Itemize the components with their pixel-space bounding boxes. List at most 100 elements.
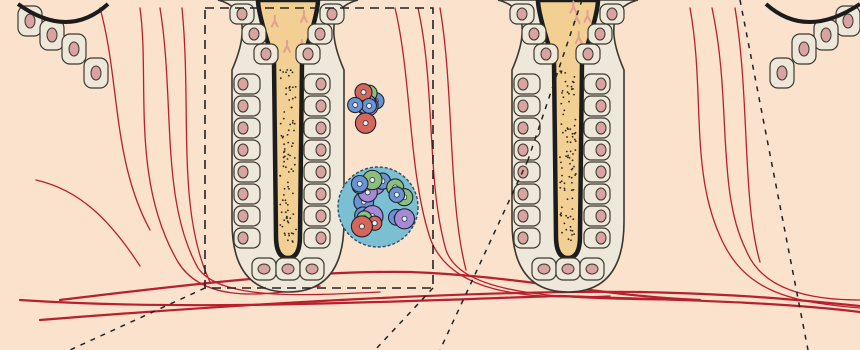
mucus-granule: [569, 128, 571, 130]
mucus-granule: [282, 199, 284, 201]
mucus-granule: [281, 135, 283, 137]
immune-cell-nucleus: [365, 190, 370, 195]
mucus-granule: [571, 189, 573, 191]
mucus-granule: [563, 110, 565, 112]
mucus-granule: [284, 148, 286, 150]
mucus-granule: [287, 239, 289, 241]
mucus-granule: [295, 97, 297, 99]
cell-nucleus: [596, 210, 606, 222]
mucus-granule: [279, 224, 281, 226]
mucus-granule: [280, 77, 282, 79]
cell-nucleus: [261, 48, 271, 60]
mucus-granule: [564, 223, 566, 225]
mucus-granule: [572, 133, 574, 135]
cell-nucleus: [518, 78, 528, 90]
mucus-granule: [561, 232, 563, 234]
mucus-granule: [292, 98, 294, 100]
mucus-granule: [292, 233, 294, 235]
mucus-granule: [572, 218, 574, 220]
mucus-granule: [567, 91, 569, 93]
immune-cell-nucleus: [402, 216, 407, 221]
mucus-granule: [568, 238, 570, 240]
mucus-granule: [565, 229, 567, 231]
mucus-granule: [574, 139, 576, 141]
mucus-granule: [564, 188, 566, 190]
cell-nucleus: [238, 78, 248, 90]
mucus-granule: [280, 123, 282, 125]
cell-nucleus: [596, 232, 606, 244]
mucus-granule: [567, 155, 569, 157]
mucus-granule: [287, 220, 289, 222]
cell-nucleus: [596, 100, 606, 112]
mucus-granule: [570, 226, 572, 228]
mucus-granule: [291, 107, 293, 109]
mucus-granule: [284, 234, 286, 236]
cell-nucleus: [69, 42, 79, 56]
mucus-granule: [567, 85, 569, 87]
mucus-granule: [285, 71, 287, 73]
cell-nucleus: [316, 166, 326, 178]
mucus-granule: [574, 76, 576, 78]
mucus-granule: [573, 189, 575, 191]
cell-nucleus: [541, 48, 551, 60]
mucus-granule: [565, 155, 567, 157]
mucus-granule: [284, 188, 286, 190]
cell-nucleus: [316, 122, 326, 134]
cell-nucleus: [518, 188, 528, 200]
cell-nucleus: [316, 210, 326, 222]
immune-cell-nucleus: [361, 90, 366, 95]
mucus-granule: [575, 149, 577, 151]
mucus-granule: [575, 140, 577, 142]
cell-nucleus: [596, 188, 606, 200]
cell-nucleus: [518, 210, 528, 222]
cell-nucleus: [596, 144, 606, 156]
cell-nucleus: [238, 122, 248, 134]
mucus-granule: [568, 176, 570, 178]
mucus-granule: [292, 86, 294, 88]
immune-cell-nucleus: [370, 178, 375, 183]
mucus-granule: [568, 101, 570, 103]
mucus-granule: [564, 72, 566, 74]
cell-nucleus: [316, 188, 326, 200]
mucus-granule: [559, 156, 561, 158]
mucus-granule: [287, 204, 289, 206]
mucus-granule: [285, 202, 287, 204]
mucus-granule: [573, 94, 575, 96]
mucus-granule: [567, 198, 569, 200]
mucus-granule: [285, 166, 287, 168]
cell-nucleus: [258, 264, 270, 274]
cell-nucleus: [821, 28, 831, 42]
mucus-granule: [291, 232, 293, 234]
mucus-granule: [563, 96, 565, 98]
mucus-granule: [572, 208, 574, 210]
mucus-granule: [295, 86, 297, 88]
cell-nucleus: [316, 232, 326, 244]
immune-cell-nucleus: [357, 181, 362, 186]
cell-nucleus: [517, 8, 527, 20]
mucus-granule: [288, 233, 290, 235]
mucus-granule: [283, 111, 285, 113]
mucus-granule: [568, 93, 570, 95]
mucus-granule: [279, 175, 281, 177]
mucus-granule: [288, 87, 290, 89]
mucus-granule: [282, 71, 284, 73]
mucus-granule: [566, 136, 568, 138]
cell-nucleus: [777, 66, 787, 80]
mucus-granule: [565, 130, 567, 132]
mucus-granule: [294, 123, 296, 125]
mucus-granule: [561, 180, 563, 182]
mucus-granule: [289, 124, 291, 126]
cell-nucleus: [586, 264, 598, 274]
cell-nucleus: [315, 28, 325, 40]
mucus-granule: [288, 188, 290, 190]
mucus-granule: [292, 170, 294, 172]
immune-cell-nucleus: [367, 103, 372, 108]
mucus-granule: [283, 219, 285, 221]
mucus-granule: [574, 125, 576, 127]
cell-nucleus: [843, 14, 853, 28]
cell-nucleus: [25, 14, 35, 28]
cell-nucleus: [562, 264, 574, 274]
cell-nucleus: [316, 144, 326, 156]
mucus-granule: [566, 151, 568, 153]
